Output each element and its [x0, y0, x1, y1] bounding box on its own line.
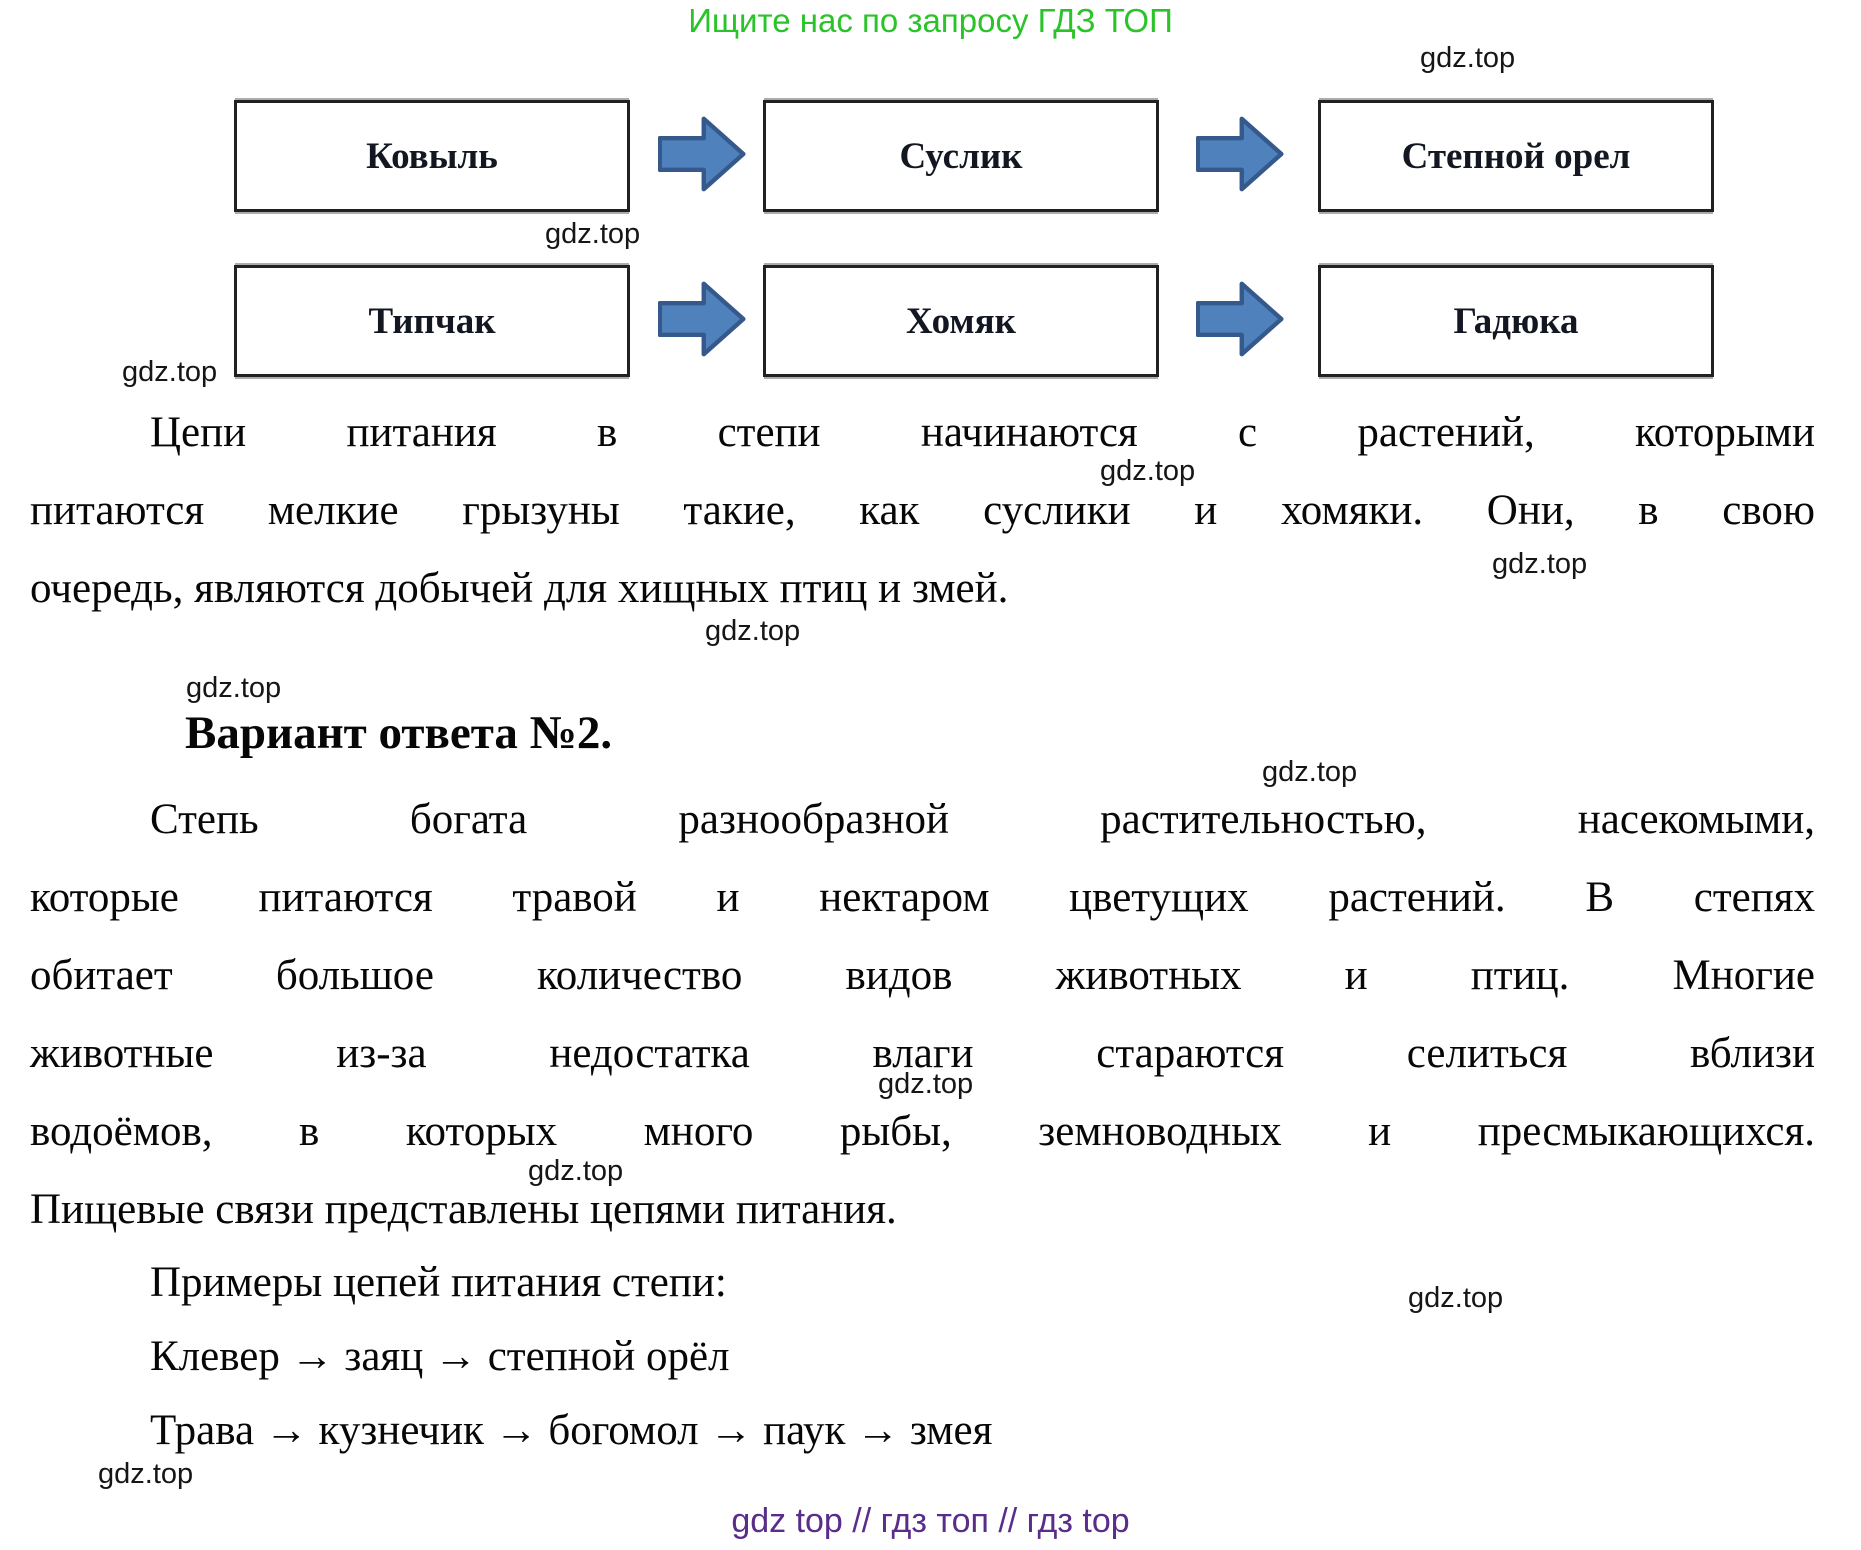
chain-node-kovyl: Ковыль [234, 100, 630, 212]
gdz-watermark: gdz.top [545, 218, 641, 250]
gdz-watermark: gdz.top [878, 1068, 974, 1100]
chain-node-label: Хомяк [906, 300, 1016, 342]
right-arrow-icon [658, 281, 746, 357]
chain-node-khomyak: Хомяк [763, 265, 1159, 377]
gdz-watermark: gdz.top [1420, 42, 1516, 74]
promo-banner: Ищите нас по запросу ГДЗ ТОП [688, 2, 1173, 39]
chain-node-label: Гадюка [1453, 300, 1579, 342]
footer-brand-line: gdz top // гдз топ // гдз top [731, 1502, 1130, 1540]
gdz-watermark: gdz.top [1100, 455, 1196, 487]
food-chain-example-1: Клевер → заяц → степной орёл [150, 1333, 730, 1380]
paragraph2-line5: водоёмов, в которых много рыбы, земновод… [30, 1108, 1815, 1155]
gdz-watermark: gdz.top [122, 356, 218, 388]
gdz-watermark: gdz.top [186, 672, 282, 704]
paragraph1-line3: очередь, являются добычей для хищных пти… [30, 565, 1009, 612]
chain-node-label: Типчак [368, 300, 496, 342]
right-arrow-icon [658, 116, 746, 192]
answer-variant-heading: Вариант ответа №2. [185, 707, 613, 759]
gdz-watermark: gdz.top [528, 1155, 624, 1187]
paragraph2-line1: Степь богата разнообразной растительност… [150, 796, 1815, 843]
paragraph2-line2: которые питаются травой и нектаром цвету… [30, 874, 1815, 921]
gdz-watermark: gdz.top [1492, 548, 1588, 580]
paragraph1-line1: Цепи питания в степи начинаются с растен… [150, 409, 1815, 456]
chain-node-gadyuka: Гадюка [1318, 265, 1714, 377]
examples-intro: Примеры цепей питания степи: [150, 1259, 727, 1306]
chain-node-stepnoy-orel: Степной орел [1318, 100, 1714, 212]
chain-node-label: Суслик [899, 135, 1023, 177]
gdz-watermark: gdz.top [1408, 1282, 1504, 1314]
chain-node-suslik: Суслик [763, 100, 1159, 212]
chain-node-label: Ковыль [366, 135, 498, 177]
chain-node-label: Степной орел [1401, 135, 1631, 177]
right-arrow-icon [1196, 281, 1284, 357]
paragraph2-line6: Пищевые связи представлены цепями питани… [30, 1186, 897, 1233]
gdz-watermark: gdz.top [1262, 756, 1358, 788]
gdz-watermark: gdz.top [98, 1458, 194, 1490]
paragraph2-line3: обитает большое количество видов животны… [30, 952, 1815, 999]
gdz-watermark: gdz.top [705, 615, 801, 647]
paragraph2-line4: животные из-за недостатка влаги стараютс… [30, 1030, 1815, 1077]
food-chain-example-2: Трава → кузнечик → богомол → паук → змея [150, 1407, 993, 1454]
paragraph1-line2: питаются мелкие грызуны такие, как сусли… [30, 487, 1815, 534]
chain-node-tipchak: Типчак [234, 265, 630, 377]
right-arrow-icon [1196, 116, 1284, 192]
